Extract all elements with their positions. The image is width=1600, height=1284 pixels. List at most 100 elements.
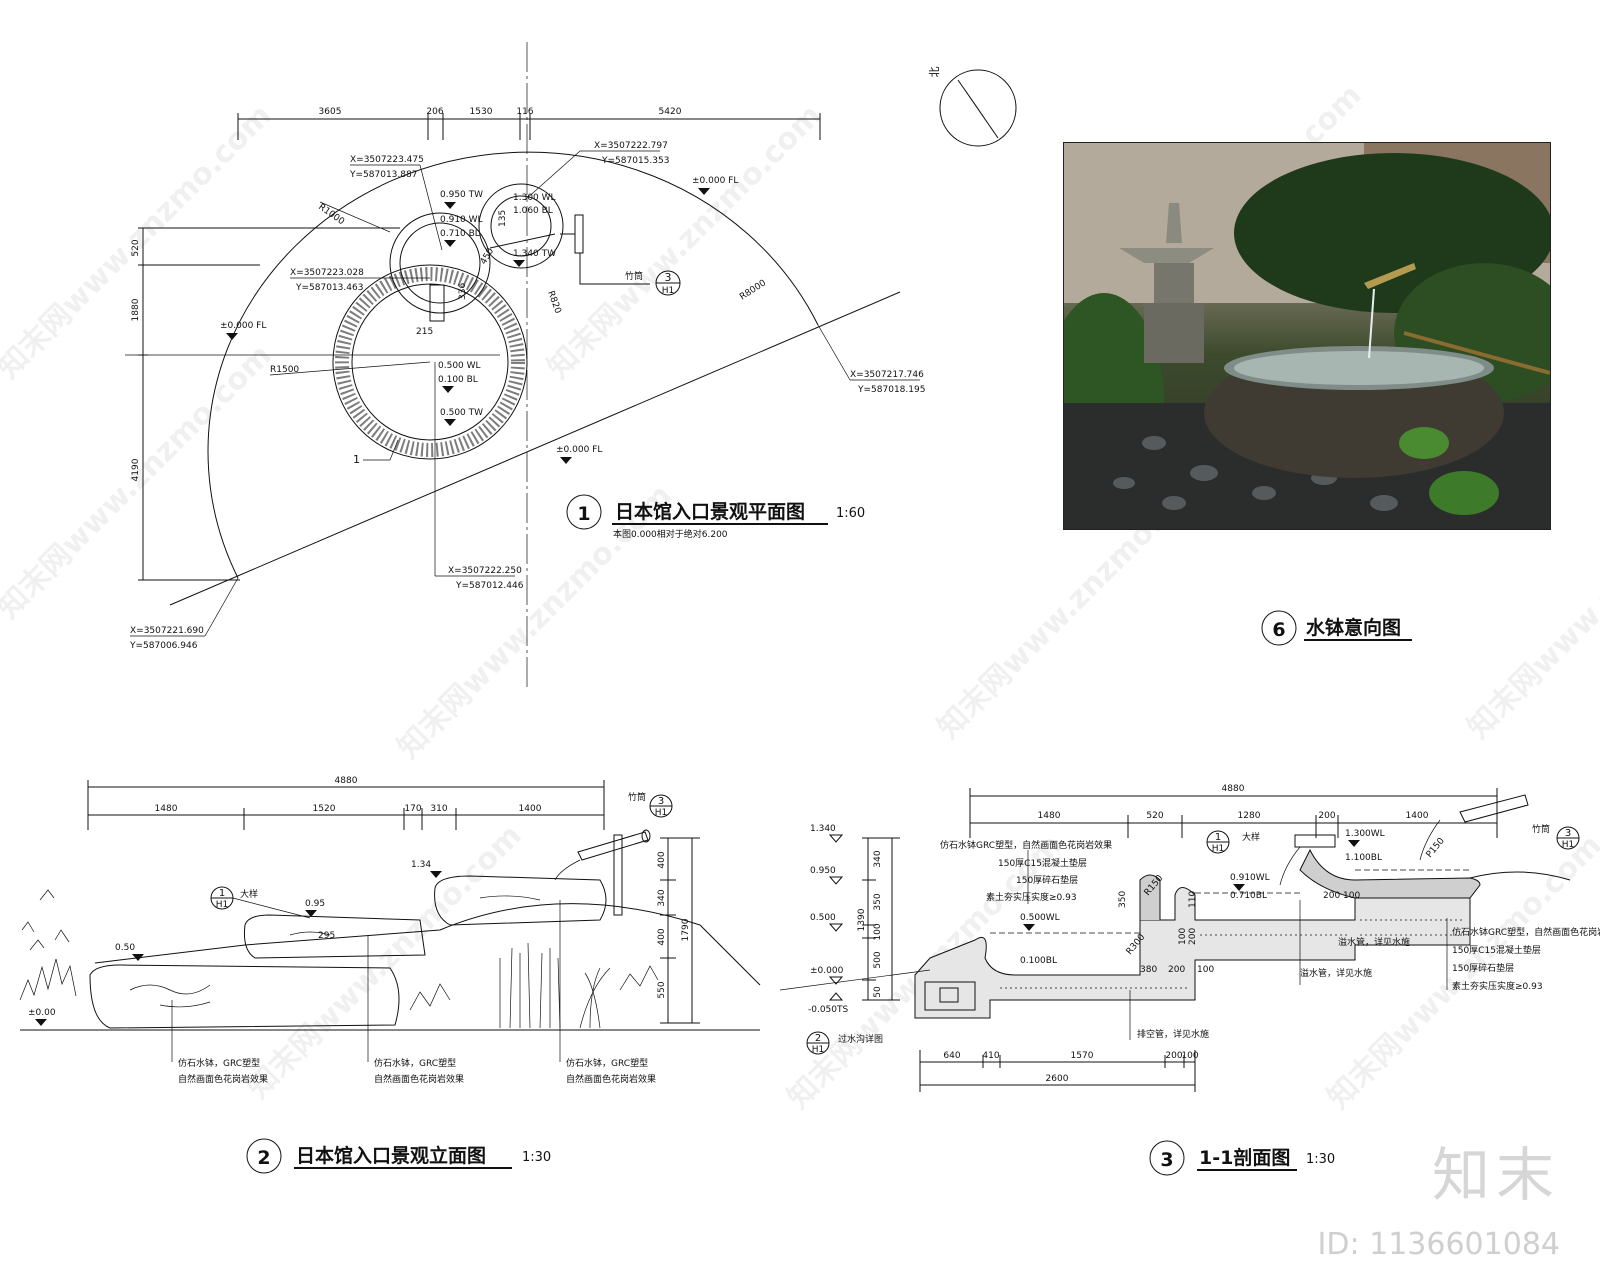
sect-left-dim: 50: [873, 986, 883, 998]
sect-mid-dim: 100: [1178, 928, 1188, 945]
plan-level: 0.500 WL: [438, 361, 481, 371]
sect-basin-sub: H1: [812, 1045, 825, 1055]
sect-layer-note: 仿石水钵GRC塑型，自然画面色花岗岩效果: [940, 839, 1112, 851]
sect-dim: 200: [1318, 811, 1335, 821]
north-arrow: 北: [928, 67, 1017, 147]
elev-dim: 170: [404, 804, 421, 814]
plan-dim: 520: [131, 239, 141, 256]
elev-note: 仿石水钵，GRC塑型: [178, 1057, 260, 1069]
plan-title: 日本馆入口景观平面图: [615, 500, 805, 523]
plan-coord: Y=587013.887: [349, 170, 417, 180]
sect-mid-dim: 200: [1323, 891, 1340, 901]
sect-left-level: 1.340: [810, 824, 836, 834]
plan-level: 1.060 BL: [513, 206, 553, 216]
sect-left-dim: 350: [873, 893, 883, 910]
sect-title: 1-1剖面图: [1199, 1146, 1290, 1169]
plan-coord: Y=587006.946: [129, 641, 198, 651]
sect-total: 4880: [1222, 784, 1245, 794]
photo-title-group: 6 水钵意向图: [1261, 610, 1412, 646]
elev-detail-num: 1: [219, 888, 225, 899]
elev-level: 1.34: [411, 860, 431, 870]
plan-coord: Y=587013.463: [295, 283, 363, 293]
sect-dim: 520: [1146, 811, 1163, 821]
plan-dim: 5420: [659, 107, 682, 117]
sect-bottom-dim: 1570: [1071, 1051, 1094, 1061]
plan-leader: 1: [353, 453, 360, 466]
plan-coord: X=3507223.475: [350, 155, 424, 165]
sect-layer-note: 150厚C15混凝土垫层: [998, 857, 1087, 869]
sect-mid-dim: 100: [1197, 965, 1214, 975]
plan-radius: R820: [545, 290, 563, 316]
sect-left-level: 0.950: [810, 866, 836, 876]
elev-note: 自然画面色花岗岩效果: [566, 1073, 656, 1085]
photo-illustration: [1064, 143, 1550, 529]
plan-callout-sub: H1: [662, 286, 675, 296]
sect-level: 1.100BL: [1345, 853, 1382, 863]
plan-level: 0.950 TW: [440, 190, 483, 200]
sect-left-dim: 500: [873, 951, 883, 968]
elev-level: ±0.00: [28, 1008, 56, 1018]
plan-level: ±0.000 FL: [220, 321, 266, 331]
elev-dim: 1480: [155, 804, 178, 814]
elev-level: 0.95: [305, 899, 325, 909]
plan-level: 0.100 BL: [438, 375, 478, 385]
plan-radius: R8000: [738, 278, 768, 302]
elev-right-dim: 340: [657, 889, 667, 906]
sect-detail: 大样: [1242, 831, 1260, 843]
sect-callout-num: 3: [1565, 828, 1571, 839]
water-basin-photo: [1063, 142, 1551, 530]
sect-pipe-note: 溢水管，详见水施: [1338, 936, 1410, 948]
plan-coord: X=3507221.690: [130, 626, 204, 636]
sect-mid-dim: 100: [1343, 891, 1360, 901]
sect-layer-note: 素土夯实压实度≥0.93: [1452, 980, 1543, 992]
plan-level: ±0.000 FL: [556, 445, 602, 455]
sect-detail-sub: H1: [1212, 844, 1225, 854]
plan-note: 本图0.000相对于绝对6.200: [613, 528, 728, 540]
elev-right-dim: 400: [657, 851, 667, 868]
elev-pipe: 竹筒: [628, 791, 646, 803]
sect-layer-note: 150厚碎石垫层: [1016, 874, 1078, 886]
elev-note: 自然画面色花岗岩效果: [178, 1073, 268, 1085]
sect-title-num: 3: [1160, 1149, 1173, 1171]
photo-title: 水钵意向图: [1306, 616, 1401, 639]
sect-basin-num: 2: [815, 1033, 821, 1044]
sect-layer-note: 150厚碎石垫层: [1452, 962, 1514, 974]
sect-detail-num: 1: [1215, 832, 1221, 843]
elev-small: 295: [318, 931, 335, 941]
sect-layer-note: 仿石水钵GRC塑型，自然画面色花岗岩效果: [1452, 926, 1600, 938]
plan-level: 1.340 TW: [513, 249, 556, 259]
plan-scale: 1:60: [836, 506, 865, 521]
plan-level: 0.710 BL: [440, 229, 480, 239]
plan-coord: X=3507223.028: [290, 268, 364, 278]
elev-dim: 1400: [519, 804, 542, 814]
north-label: 北: [928, 67, 941, 78]
elev-dim: 1520: [313, 804, 336, 814]
elev-title-num: 2: [257, 1147, 270, 1169]
sect-level: 0.910WL: [1230, 873, 1270, 883]
elev-right-dim: 550: [657, 981, 667, 998]
plan-dim: 3605: [319, 107, 342, 117]
elev-total: 4880: [335, 776, 358, 786]
plan-coord: Y=587015.353: [601, 156, 669, 166]
sect-level: 0.100BL: [1020, 956, 1057, 966]
plan-dim: 4190: [131, 458, 141, 481]
plan-small-dim: 215: [416, 327, 433, 337]
image-id: ID: 1136601084: [1317, 1227, 1560, 1262]
plan-small-dim: 450: [479, 246, 496, 266]
elev-callout-sub: H1: [655, 808, 668, 818]
sect-left-dim: 340: [873, 850, 883, 867]
watermark: 知末网www.znzmo.com: [541, 98, 829, 386]
sect-pipe-note: 排空管，详见水施: [1137, 1028, 1209, 1040]
elev-detail: 大样: [240, 888, 258, 900]
sect-pipe: 竹筒: [1532, 823, 1550, 835]
sect-mid-dim: 350: [1118, 891, 1128, 908]
elev-right-dim: 400: [657, 928, 667, 945]
elev-dim: 310: [430, 804, 447, 814]
sect-mid-dim: 380: [1140, 965, 1157, 975]
plan-dim: 116: [516, 107, 533, 117]
plan-dim: 206: [426, 107, 443, 117]
sect-left-level: ±0.000: [810, 966, 844, 976]
sect-layer-note: 素土夯实压实度≥0.93: [986, 891, 1077, 903]
sect-bottom-dim: 410: [982, 1051, 999, 1061]
